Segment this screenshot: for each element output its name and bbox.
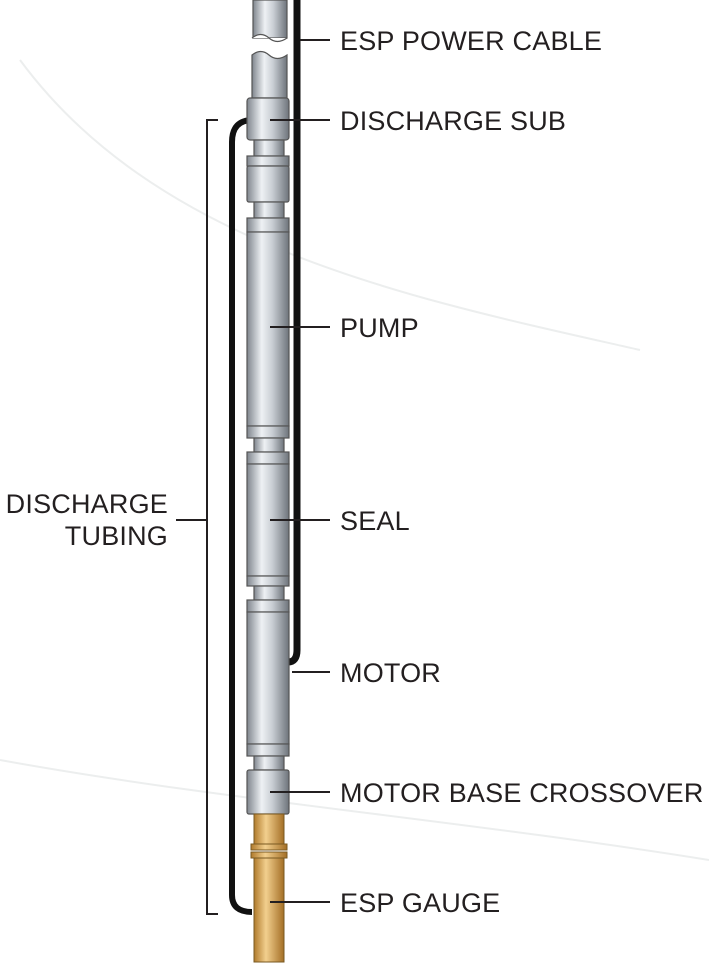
label-pump: PUMP xyxy=(340,313,419,343)
motor-body xyxy=(246,599,290,771)
discharge-tubing-bracket xyxy=(176,119,218,915)
label-seal: SEAL xyxy=(340,506,410,536)
esp-gauge-body xyxy=(250,813,288,963)
discharge-sub-body xyxy=(246,97,290,219)
esp-power-cable xyxy=(287,0,301,666)
cable-left-run xyxy=(229,117,254,915)
pump-body xyxy=(246,217,290,453)
background-curves xyxy=(0,59,709,861)
label-discharge-tubing-line2: TUBING xyxy=(65,521,168,551)
label-esp-gauge: ESP GAUGE xyxy=(340,888,500,918)
label-discharge-sub: DISCHARGE SUB xyxy=(340,106,566,136)
label-discharge-tubing-line1: DISCHARGE xyxy=(6,489,168,519)
label-motor: MOTOR xyxy=(340,658,441,688)
label-esp-power-cable: ESP POWER CABLE xyxy=(340,26,602,56)
label-motor-base-crossover: MOTOR BASE CROSSOVER xyxy=(340,778,704,808)
leader-lines xyxy=(270,39,330,903)
discharge-tubing-top xyxy=(251,0,288,99)
seal-body xyxy=(246,451,290,601)
